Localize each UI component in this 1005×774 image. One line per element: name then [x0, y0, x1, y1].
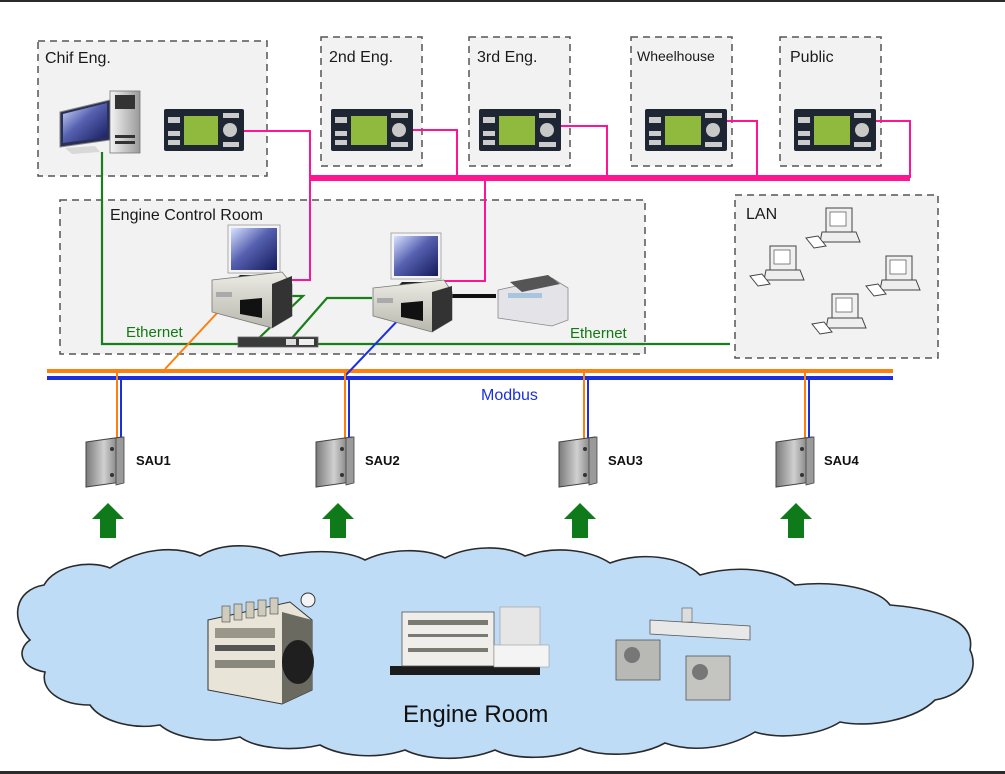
desktop-pc-icon	[59, 90, 141, 154]
sau-label: SAU1	[136, 453, 171, 468]
display-panel-icon	[794, 109, 876, 151]
sau-label: SAU4	[824, 453, 859, 468]
workstation-icon	[211, 224, 293, 329]
display-panel-icon	[331, 109, 413, 151]
station-label-wheelhouse: Wheelhouse	[637, 48, 715, 64]
workstation-icon	[372, 232, 453, 333]
top-border	[0, 0, 1005, 2]
engine-control-room-box	[59, 199, 646, 355]
auxiliary-machinery-image	[615, 607, 751, 701]
bottom-border	[0, 771, 1005, 774]
modbus-label: Modbus	[481, 387, 538, 404]
display-panel-icon	[645, 109, 727, 151]
station-label-chief-eng: Chif Eng.	[45, 50, 111, 67]
up-arrow-icon	[780, 503, 812, 538]
station-label-2nd-eng: 2nd Eng.	[329, 49, 393, 66]
field-bus-lines	[47, 311, 893, 438]
ethernet-label-right: Ethernet	[570, 325, 628, 342]
network-switch-icon	[237, 336, 319, 348]
lan-computer-icon	[811, 293, 867, 335]
station-label-public: Public	[790, 49, 834, 66]
up-arrow-icon	[92, 503, 124, 538]
main-engine-image	[207, 592, 316, 705]
up-arrow-icon	[322, 503, 354, 538]
display-panel-icon	[479, 109, 561, 151]
ethernet-lines	[100, 152, 730, 346]
sau-cabinet-icon	[85, 436, 125, 488]
display-panel-icon	[164, 109, 244, 151]
sau-label: SAU2	[365, 453, 400, 468]
engine-room-label: Engine Room	[403, 701, 548, 728]
panel-network-lines	[243, 120, 911, 282]
engine-control-room-label: Engine Control Room	[110, 207, 263, 224]
station-label-3rd-eng: 3rd Eng.	[477, 49, 537, 66]
sau-cabinet-icon	[775, 436, 815, 488]
lan-computer-icon	[865, 255, 921, 297]
sau-label: SAU3	[608, 453, 643, 468]
sau-cabinet-icon	[558, 436, 598, 488]
lan-label: LAN	[746, 206, 777, 223]
generator-set-image	[390, 606, 550, 675]
printer-icon	[497, 275, 569, 327]
up-arrow-icon	[564, 503, 596, 538]
sau-cabinet-icon	[315, 436, 355, 488]
ethernet-label-left: Ethernet	[126, 324, 184, 341]
lan-computer-icon	[749, 245, 805, 287]
lan-computer-icon	[805, 207, 861, 249]
